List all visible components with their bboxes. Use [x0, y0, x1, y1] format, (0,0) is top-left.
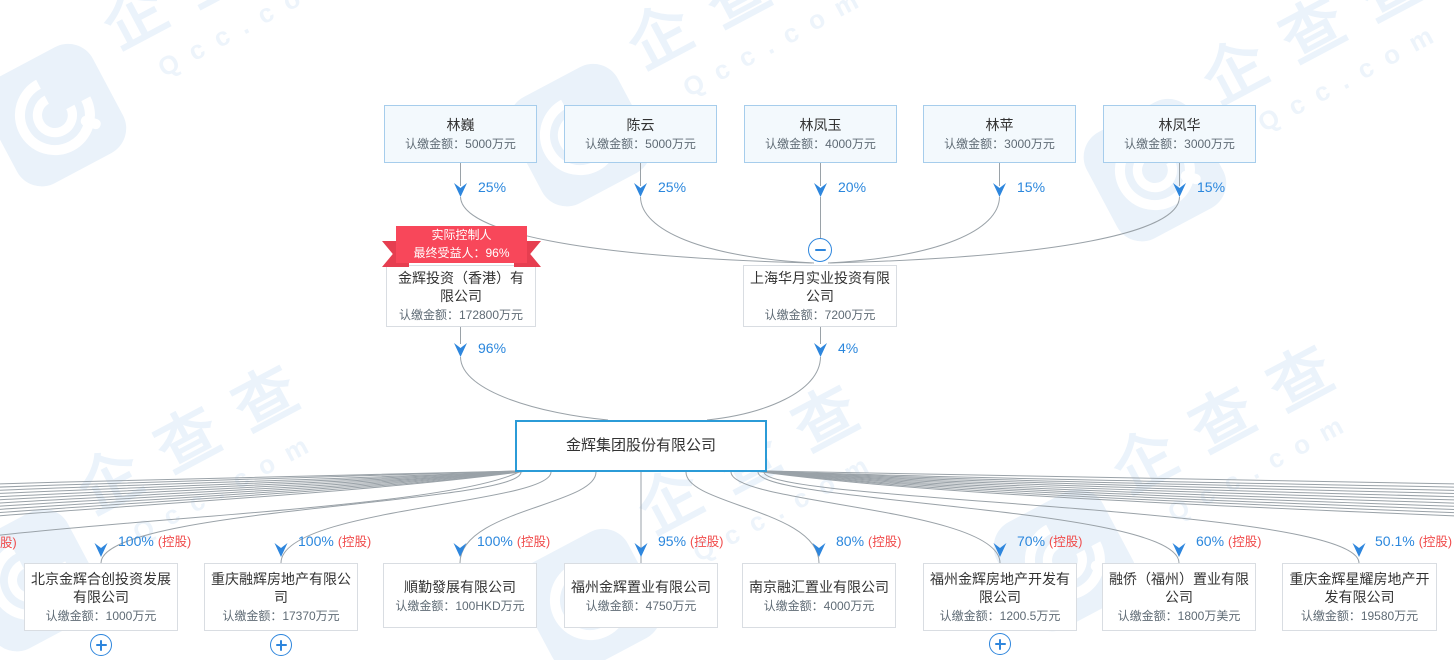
- central-company-node[interactable]: 金辉集团股份有限公司: [515, 420, 767, 472]
- percent-label: 25%: [658, 179, 687, 195]
- percent-holding-label: 70%(控股): [1017, 533, 1083, 549]
- shareholder-node[interactable]: 林苹 认缴金额：3000万元: [923, 105, 1076, 163]
- percent-label: 20%: [838, 179, 867, 195]
- subsidiary-node[interactable]: 重庆金辉星耀房地产开发有限公司 认缴金额：19580万元: [1282, 563, 1437, 631]
- holding-tag: (控股): [516, 535, 551, 549]
- percent-holding-label: 80%(控股): [836, 533, 902, 549]
- subsidiary-node[interactable]: 福州金辉房地产开发有限公司 认缴金额：1200.5万元: [923, 563, 1077, 631]
- entity-name: 金辉集团股份有限公司: [565, 437, 716, 455]
- percent-holding-label: 100%(控股): [477, 533, 551, 549]
- percent-holding-label: 60%(控股): [1196, 533, 1262, 549]
- subsidiary-node[interactable]: 融侨（福州）置业有限公司 认缴金额：1800万美元: [1102, 563, 1256, 631]
- percent-label: 15%: [1017, 179, 1046, 195]
- shareholder-node[interactable]: 陈云 认缴金额：5000万元: [564, 105, 717, 163]
- clipped-holding-label: 股): [0, 536, 17, 550]
- entity-amount: 认缴金额：3000万元: [944, 137, 1055, 152]
- percent-holding-label: 100%(控股): [298, 533, 372, 549]
- entity-amount: 认缴金额：1200.5万元: [939, 609, 1061, 624]
- entity-name: 南京融汇置业有限公司: [749, 578, 889, 595]
- entity-name: 陈云: [626, 117, 655, 134]
- entity-name: 林巍: [446, 117, 475, 134]
- shareholder-node[interactable]: 林凤华 认缴金额：3000万元: [1103, 105, 1256, 163]
- percent-holding-label: 95%(控股): [658, 533, 724, 549]
- holding-tag: (控股): [690, 535, 724, 549]
- plus-expand-button[interactable]: [270, 634, 292, 656]
- percent-label: 96%: [478, 340, 507, 356]
- plus-expand-button[interactable]: [989, 633, 1011, 655]
- entity-amount: 认缴金额：5000万元: [585, 137, 696, 152]
- percent-holding-label: 50.1%(控股): [1375, 533, 1453, 549]
- holding-company-node[interactable]: 金辉投资（香港）有限公司 认缴金额：172800万元: [386, 265, 536, 327]
- holding-tag: (控股): [1049, 535, 1083, 549]
- percent-label: 25%: [478, 179, 507, 195]
- plus-expand-button[interactable]: [90, 634, 112, 656]
- entity-amount: 认缴金额：3000万元: [1124, 137, 1235, 152]
- minus-icon: [814, 249, 826, 251]
- percent-label: 15%: [1197, 179, 1226, 195]
- entity-amount: 认缴金额：172800万元: [398, 308, 524, 323]
- entity-name: 林凤玉: [799, 117, 842, 134]
- subsidiary-node[interactable]: 順勤發展有限公司 认缴金额：100HKD万元: [383, 563, 537, 628]
- entity-name: 林凤华: [1158, 117, 1201, 134]
- holding-tag: (控股): [1228, 535, 1262, 549]
- entity-name: 順勤發展有限公司: [404, 578, 516, 595]
- entity-name: 北京金辉合创投资发展有限公司: [31, 571, 171, 606]
- holding-tag: (控股): [1418, 535, 1453, 549]
- holding-tag: (控股): [868, 535, 902, 549]
- entity-amount: 认缴金额：4000万元: [765, 137, 876, 152]
- holding-tag: (控股): [337, 535, 372, 549]
- entity-name: 福州金辉置业有限公司: [571, 578, 711, 595]
- entity-amount: 认缴金额：17370万元: [222, 609, 340, 624]
- entity-amount: 认缴金额：19580万元: [1300, 609, 1419, 624]
- shareholder-node[interactable]: 林巍 认缴金额：5000万元: [384, 105, 537, 163]
- subsidiary-node[interactable]: 福州金辉置业有限公司 认缴金额：4750万元: [564, 563, 718, 628]
- entity-amount: 认缴金额：4750万元: [585, 598, 697, 613]
- entity-amount: 认缴金额：4000万元: [763, 598, 875, 613]
- entity-amount: 认缴金额：7200万元: [764, 308, 876, 323]
- percent-label: 4%: [838, 340, 859, 356]
- entity-name: 金辉投资（香港）有限公司: [398, 270, 524, 305]
- entity-name: 林苹: [985, 117, 1014, 134]
- minus-collapse-button[interactable]: [808, 238, 832, 262]
- holding-tag: (控股): [157, 535, 192, 549]
- entity-amount: 认缴金额：5000万元: [405, 137, 516, 152]
- entity-amount: 认缴金额：100HKD万元: [395, 598, 525, 613]
- subsidiary-node[interactable]: 北京金辉合创投资发展有限公司 认缴金额：1000万元: [24, 563, 178, 631]
- entity-name: 上海华月实业投资有限公司: [750, 270, 890, 305]
- entity-amount: 认缴金额：1000万元: [45, 609, 157, 624]
- percent-holding-label: 100%(控股): [118, 533, 192, 549]
- entity-name: 重庆金辉星耀房地产开发有限公司: [1289, 571, 1430, 606]
- holding-company-node[interactable]: 上海华月实业投资有限公司 认缴金额：7200万元: [743, 265, 897, 327]
- subsidiary-node[interactable]: 南京融汇置业有限公司 认缴金额：4000万元: [742, 563, 896, 628]
- entity-amount: 认缴金额：1800万美元: [1117, 609, 1241, 624]
- shareholder-node[interactable]: 林凤玉 认缴金额：4000万元: [744, 105, 897, 163]
- entity-name: 融侨（福州）置业有限公司: [1109, 571, 1249, 606]
- subsidiary-node[interactable]: 重庆融辉房地产有限公司 认缴金额：17370万元: [204, 563, 358, 631]
- entity-name: 重庆融辉房地产有限公司: [211, 571, 351, 606]
- entity-name: 福州金辉房地产开发有限公司: [930, 571, 1070, 606]
